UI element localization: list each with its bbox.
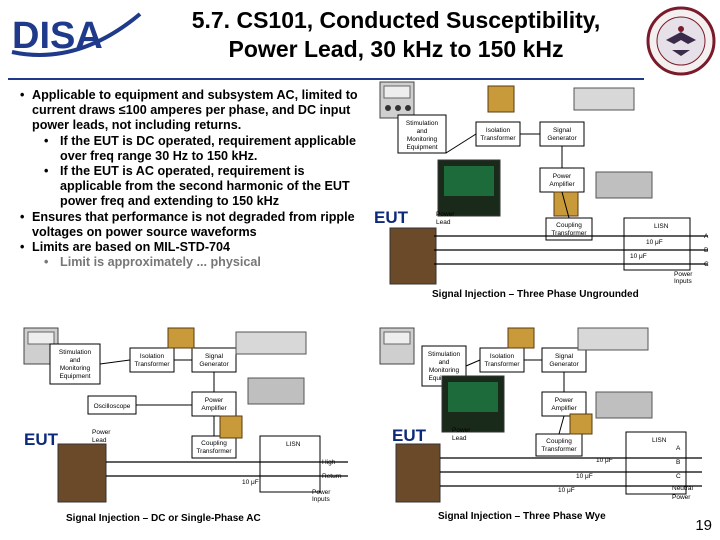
diagram-dc-single-phase: Stimulation and Monitoring Equipment Iso… bbox=[22, 326, 352, 506]
svg-text:Lead: Lead bbox=[452, 435, 467, 442]
caption-dc-single-phase: Signal Injection – DC or Single-Phase AC bbox=[66, 513, 261, 524]
svg-text:Equipment: Equipment bbox=[406, 144, 437, 151]
svg-text:LISN: LISN bbox=[652, 437, 667, 444]
bullet-3: •Limits are based on MIL-STD-704 bbox=[20, 240, 231, 255]
svg-text:Stimulation: Stimulation bbox=[428, 351, 461, 358]
svg-text:Coupling: Coupling bbox=[546, 438, 572, 445]
svg-text:Amplifier: Amplifier bbox=[551, 405, 577, 412]
svg-text:Monitoring: Monitoring bbox=[407, 136, 438, 143]
svg-text:B: B bbox=[676, 459, 680, 466]
svg-text:High: High bbox=[322, 459, 336, 466]
svg-text:10 μF: 10 μF bbox=[558, 487, 575, 494]
svg-text:Power: Power bbox=[553, 173, 572, 180]
page-number: 19 bbox=[695, 517, 712, 534]
svg-text:Neutral: Neutral bbox=[672, 485, 694, 492]
bullet-1: •Applicable to equipment and subsystem A… bbox=[20, 88, 358, 133]
svg-text:LISN: LISN bbox=[286, 441, 301, 448]
svg-text:Power: Power bbox=[205, 397, 224, 404]
dod-seal-icon bbox=[646, 6, 716, 76]
svg-text:Power: Power bbox=[555, 397, 574, 404]
svg-text:Transformer: Transformer bbox=[196, 448, 232, 455]
svg-text:C: C bbox=[676, 473, 681, 480]
title-line-2: Power Lead, 30 kHz to 150 kHz bbox=[228, 36, 564, 62]
svg-text:Equipment: Equipment bbox=[59, 373, 90, 380]
caption-three-phase-wye: Signal Injection – Three Phase Wye bbox=[438, 511, 606, 522]
svg-text:Stimulation: Stimulation bbox=[406, 120, 439, 127]
svg-text:Inputs: Inputs bbox=[312, 496, 330, 503]
bullet-1-sub-2: •If the EUT is AC operated, requirement … bbox=[44, 164, 350, 209]
svg-text:A: A bbox=[676, 445, 681, 452]
svg-text:Amplifier: Amplifier bbox=[549, 181, 575, 188]
eut-label: EUT bbox=[374, 208, 408, 227]
svg-text:Power: Power bbox=[436, 211, 455, 218]
page-title: 5.7. CS101, Conducted Susceptibility, Po… bbox=[150, 6, 642, 64]
disa-logo: DISA bbox=[8, 8, 146, 62]
svg-text:Coupling: Coupling bbox=[556, 222, 582, 229]
diagram-three-phase-wye: Stimulation and Monitoring Equipment Iso… bbox=[372, 326, 718, 506]
bullet-2: •Ensures that performance is not degrade… bbox=[20, 209, 355, 239]
svg-text:and: and bbox=[70, 357, 81, 364]
svg-text:A: A bbox=[704, 233, 709, 240]
eut-label: EUT bbox=[24, 430, 58, 449]
svg-text:Inputs: Inputs bbox=[674, 278, 692, 285]
svg-text:Signal: Signal bbox=[553, 127, 572, 134]
svg-text:B: B bbox=[704, 247, 708, 254]
svg-text:Oscilloscope: Oscilloscope bbox=[94, 403, 131, 410]
svg-text:Isolation: Isolation bbox=[490, 353, 515, 360]
header-rule bbox=[8, 78, 644, 80]
svg-text:Power: Power bbox=[452, 427, 471, 434]
svg-text:Generator: Generator bbox=[549, 361, 579, 368]
svg-text:Power: Power bbox=[674, 271, 693, 278]
svg-text:10 μF: 10 μF bbox=[630, 253, 647, 260]
logo-text: DISA bbox=[12, 15, 103, 57]
svg-text:10 μF: 10 μF bbox=[242, 479, 259, 486]
svg-text:Transformer: Transformer bbox=[480, 135, 516, 142]
svg-text:Lead: Lead bbox=[436, 219, 451, 226]
bullet-3-sub: •Limit is approximately ... physical bbox=[44, 255, 261, 270]
svg-text:Power: Power bbox=[312, 489, 331, 496]
svg-text:Generator: Generator bbox=[199, 361, 229, 368]
bullet-1-sub-1: •If the EUT is DC operated, requirement … bbox=[44, 133, 357, 163]
svg-text:Coupling: Coupling bbox=[201, 440, 227, 447]
eut-label: EUT bbox=[392, 426, 426, 445]
svg-text:Transformer: Transformer bbox=[551, 230, 587, 237]
svg-text:C: C bbox=[704, 261, 709, 268]
svg-text:10 μF: 10 μF bbox=[576, 473, 593, 480]
svg-text:Isolation: Isolation bbox=[140, 353, 165, 360]
caption-three-phase-ungrounded: Signal Injection – Three Phase Ungrounde… bbox=[432, 289, 639, 300]
svg-text:Return: Return bbox=[322, 473, 342, 480]
diagram-three-phase-ungrounded: Stimulation and Monitoring Equipment Iso… bbox=[368, 80, 718, 285]
svg-text:Transformer: Transformer bbox=[484, 361, 520, 368]
svg-text:Isolation: Isolation bbox=[486, 127, 511, 134]
title-line-1: 5.7. CS101, Conducted Susceptibility, bbox=[191, 7, 601, 33]
svg-text:and: and bbox=[439, 359, 450, 366]
svg-text:Transformer: Transformer bbox=[541, 446, 577, 453]
svg-text:10 μF: 10 μF bbox=[596, 457, 613, 464]
svg-text:Generator: Generator bbox=[547, 135, 577, 142]
svg-text:and: and bbox=[417, 128, 428, 135]
svg-text:Stimulation: Stimulation bbox=[59, 349, 92, 356]
svg-text:Lead: Lead bbox=[92, 437, 107, 444]
svg-text:Monitoring: Monitoring bbox=[60, 365, 91, 372]
svg-text:LISN: LISN bbox=[654, 223, 669, 230]
svg-text:Amplifier: Amplifier bbox=[201, 405, 227, 412]
svg-text:Power: Power bbox=[92, 429, 111, 436]
bullet-list: •Applicable to equipment and subsystem A… bbox=[20, 88, 365, 283]
svg-text:Monitoring: Monitoring bbox=[429, 367, 460, 374]
svg-text:Transformer: Transformer bbox=[134, 361, 170, 368]
svg-text:Signal: Signal bbox=[555, 353, 574, 360]
svg-text:10 μF: 10 μF bbox=[646, 239, 663, 246]
svg-text:Power: Power bbox=[672, 494, 691, 501]
svg-text:Signal: Signal bbox=[205, 353, 224, 360]
